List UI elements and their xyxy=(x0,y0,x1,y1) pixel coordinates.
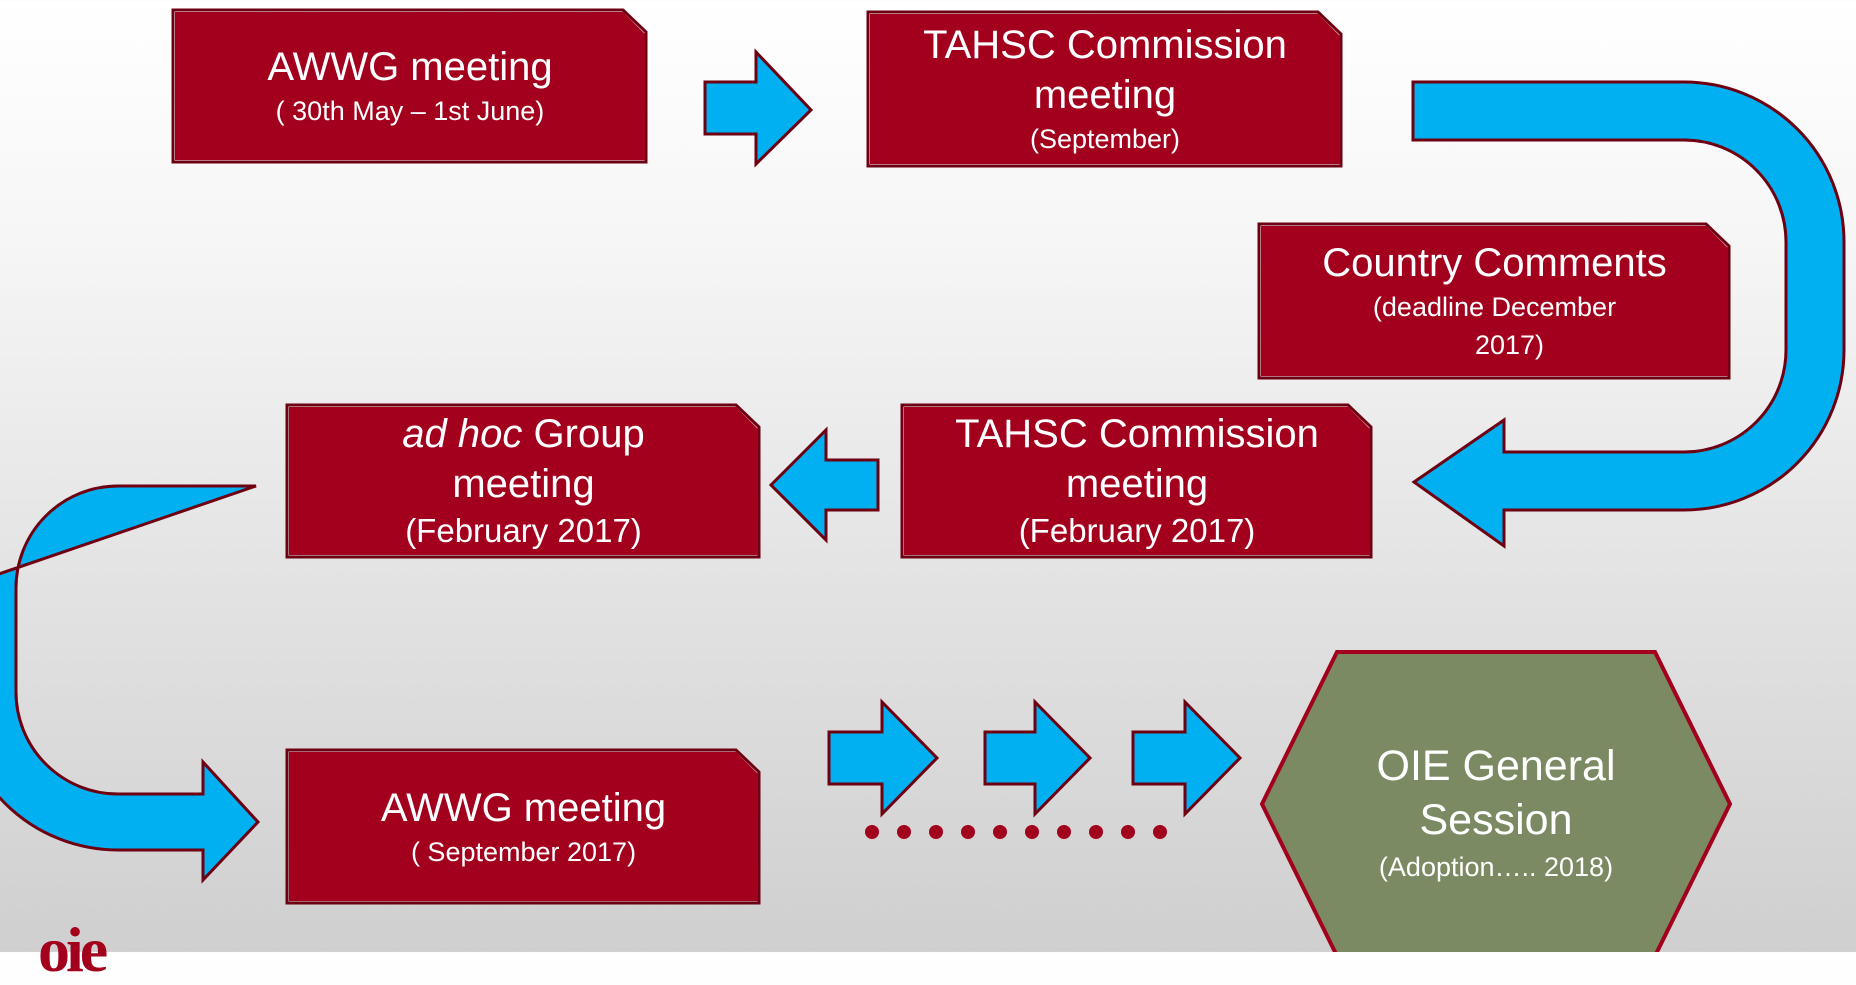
box-title-line-2: meeting xyxy=(1033,73,1177,117)
box-title-line-1: ad hoc Group xyxy=(402,409,644,459)
left-arrow-icon xyxy=(768,426,880,544)
box-adhoc-group-meeting: ad hoc Group meeting (February 2017) xyxy=(289,407,758,555)
right-arrow-icon xyxy=(827,698,940,818)
box-outline-awwg-2 xyxy=(285,748,761,905)
right-arrow-icon xyxy=(983,698,1093,818)
box-detail: (February 2017) xyxy=(405,512,642,549)
dotted-line xyxy=(865,825,1167,839)
box-outline-tahsc-1 xyxy=(866,10,1343,168)
box-detail: (September) xyxy=(1029,124,1181,154)
flow-diagram xyxy=(0,8,1846,952)
box-title-rest: Group xyxy=(522,412,645,456)
box-outline-awwg-1 xyxy=(171,8,648,164)
box-title-line-1: TAHSC Commission xyxy=(923,23,1287,67)
right-arrow-icon xyxy=(1131,698,1243,818)
box-tahsc-commission-2: TAHSC Commission meeting (February 2017) xyxy=(904,407,1370,555)
oie-logo: oie xyxy=(38,914,108,985)
box-detail-line-2: 2017) xyxy=(1474,330,1544,360)
box-outline-country-comments xyxy=(1257,222,1731,380)
box-detail: ( September 2017) xyxy=(410,836,637,867)
u-turn-arrow-icon xyxy=(0,484,261,884)
box-title-line-2: meeting xyxy=(452,462,595,506)
box-title: Country Comments xyxy=(1322,241,1667,285)
box-awwg-meeting-1: AWWG meeting ( 30th May – 1st June) xyxy=(175,12,645,160)
hexagon-shape xyxy=(1259,650,1733,952)
box-tahsc-commission-1: TAHSC Commission meeting (September) xyxy=(870,14,1340,164)
box-detail: ( 30th May – 1st June) xyxy=(275,96,545,126)
hex-title-line-1: OIE General xyxy=(1376,742,1616,790)
box-outline-tahsc-2 xyxy=(900,403,1373,559)
box-awwg-meeting-2: AWWG meeting ( September 2017) xyxy=(289,752,758,901)
box-title-line-2: meeting xyxy=(1065,462,1209,506)
box-title-italic: ad hoc xyxy=(402,412,523,456)
hex-detail: (Adoption….. 2018) xyxy=(1378,852,1614,882)
u-turn-arrow-icon xyxy=(1411,80,1846,549)
box-detail: (February 2017) xyxy=(1018,512,1256,549)
box-title: AWWG meeting xyxy=(380,785,667,830)
hex-oie-general-session: OIE General Session (Adoption….. 2018) xyxy=(1290,718,1702,908)
right-arrow-icon xyxy=(703,48,814,168)
box-detail-line-1: (deadline December xyxy=(1372,292,1617,322)
box-outline-adhoc xyxy=(285,403,761,559)
box-title: AWWG meeting xyxy=(267,45,553,89)
box-title-line-1: TAHSC Commission xyxy=(955,412,1319,456)
box-country-comments: Country Comments (deadline December 2017… xyxy=(1261,226,1728,376)
hex-title-line-2: Session xyxy=(1419,796,1573,844)
